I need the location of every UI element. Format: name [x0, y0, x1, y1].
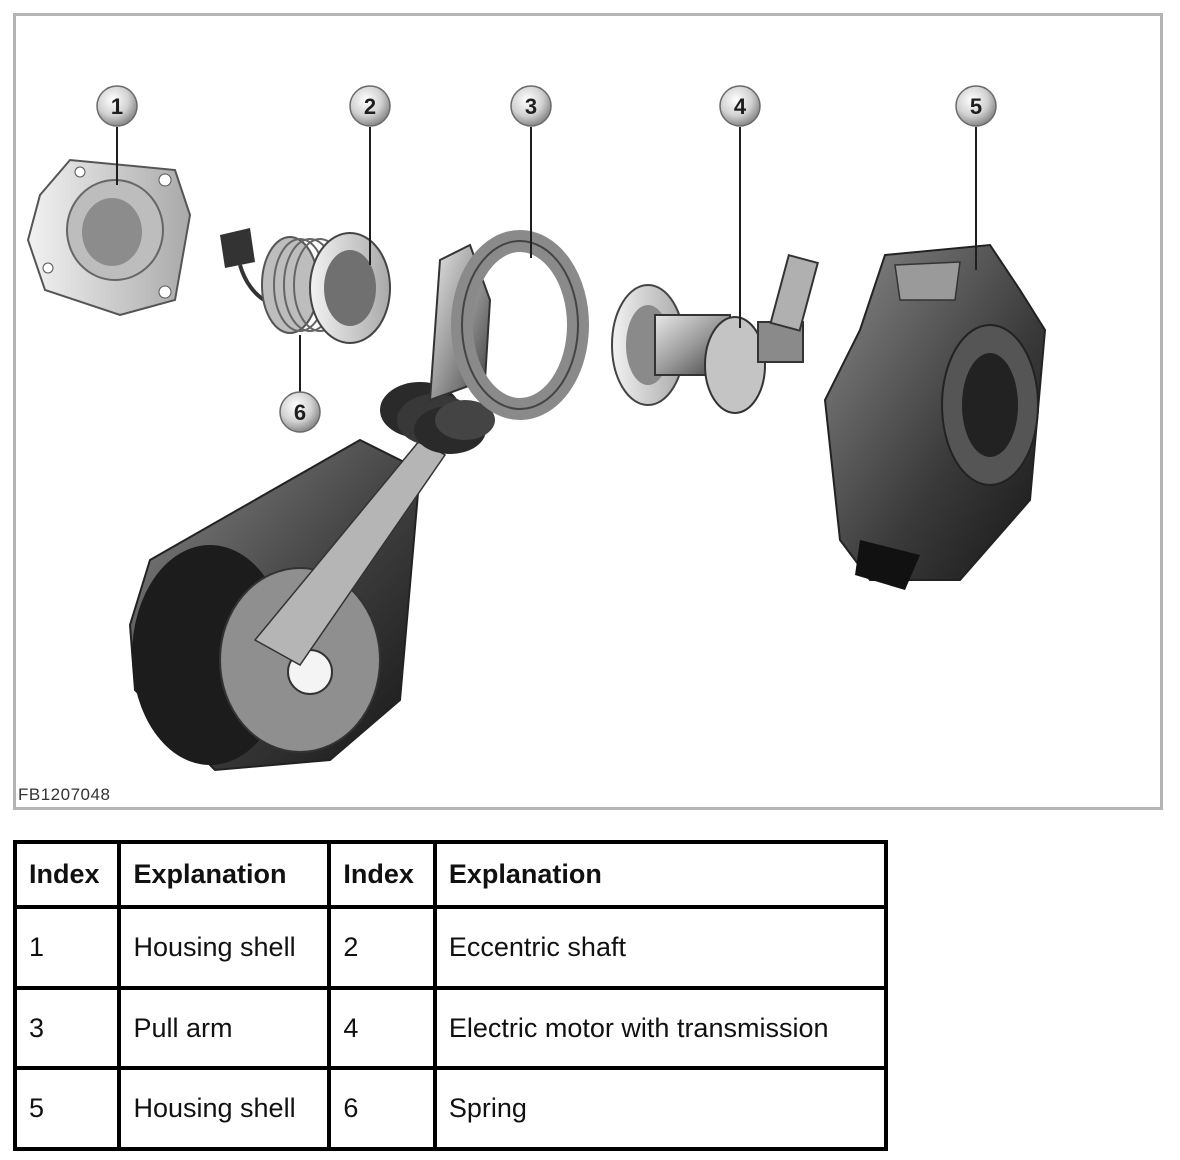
- pull-arm: [128, 230, 589, 772]
- cell-explanation: Pull arm: [121, 989, 328, 1067]
- cell-explanation: Eccentric shaft: [436, 909, 884, 986]
- electric-motor: [611, 253, 819, 414]
- cell-explanation: Housing shell: [121, 909, 328, 986]
- cell-explanation: Spring: [436, 1070, 884, 1147]
- callout-4: 4: [719, 85, 761, 127]
- legend-table: Index Explanation Index Explanation 1 Ho…: [13, 840, 888, 1151]
- callout-6: 6: [279, 391, 321, 433]
- svg-text:1: 1: [111, 94, 123, 119]
- figure-id-label: FB1207048: [18, 785, 111, 804]
- cell-explanation: Housing shell: [121, 1070, 328, 1147]
- svg-text:6: 6: [294, 400, 306, 425]
- callout-1: 1: [96, 85, 138, 127]
- callout-2: 2: [349, 85, 391, 127]
- exploded-view-diagram: 1 2 3 4 5 6: [26, 85, 1047, 772]
- header-explanation-2: Explanation: [436, 844, 884, 906]
- cell-index: 1: [17, 909, 118, 986]
- callout-3: 3: [510, 85, 552, 127]
- cell-index: 2: [331, 909, 433, 986]
- table-row: 3 Pull arm 4 Electric motor with transmi…: [17, 989, 884, 1067]
- header-explanation-1: Explanation: [121, 844, 328, 906]
- leader-lines: [116, 127, 977, 393]
- cell-index: 4: [331, 989, 433, 1067]
- svg-text:5: 5: [970, 94, 982, 119]
- table-row: 5 Housing shell 6 Spring: [17, 1070, 884, 1147]
- header-index-1: Index: [17, 844, 118, 906]
- callout-5: 5: [955, 85, 997, 127]
- cell-index: 6: [331, 1070, 433, 1147]
- header-index-2: Index: [331, 844, 433, 906]
- housing-shell-5: [823, 243, 1047, 590]
- cell-index: 3: [17, 989, 118, 1067]
- cell-explanation: Electric motor with transmission: [436, 989, 884, 1067]
- legend-header-row: Index Explanation Index Explanation: [17, 844, 884, 906]
- svg-text:4: 4: [734, 94, 747, 119]
- cell-index: 5: [17, 1070, 118, 1147]
- housing-shell-1: [26, 158, 192, 317]
- svg-text:3: 3: [525, 94, 537, 119]
- svg-text:2: 2: [364, 94, 376, 119]
- spring-and-shaft: [220, 228, 391, 344]
- table-row: 1 Housing shell 2 Eccentric shaft: [17, 909, 884, 986]
